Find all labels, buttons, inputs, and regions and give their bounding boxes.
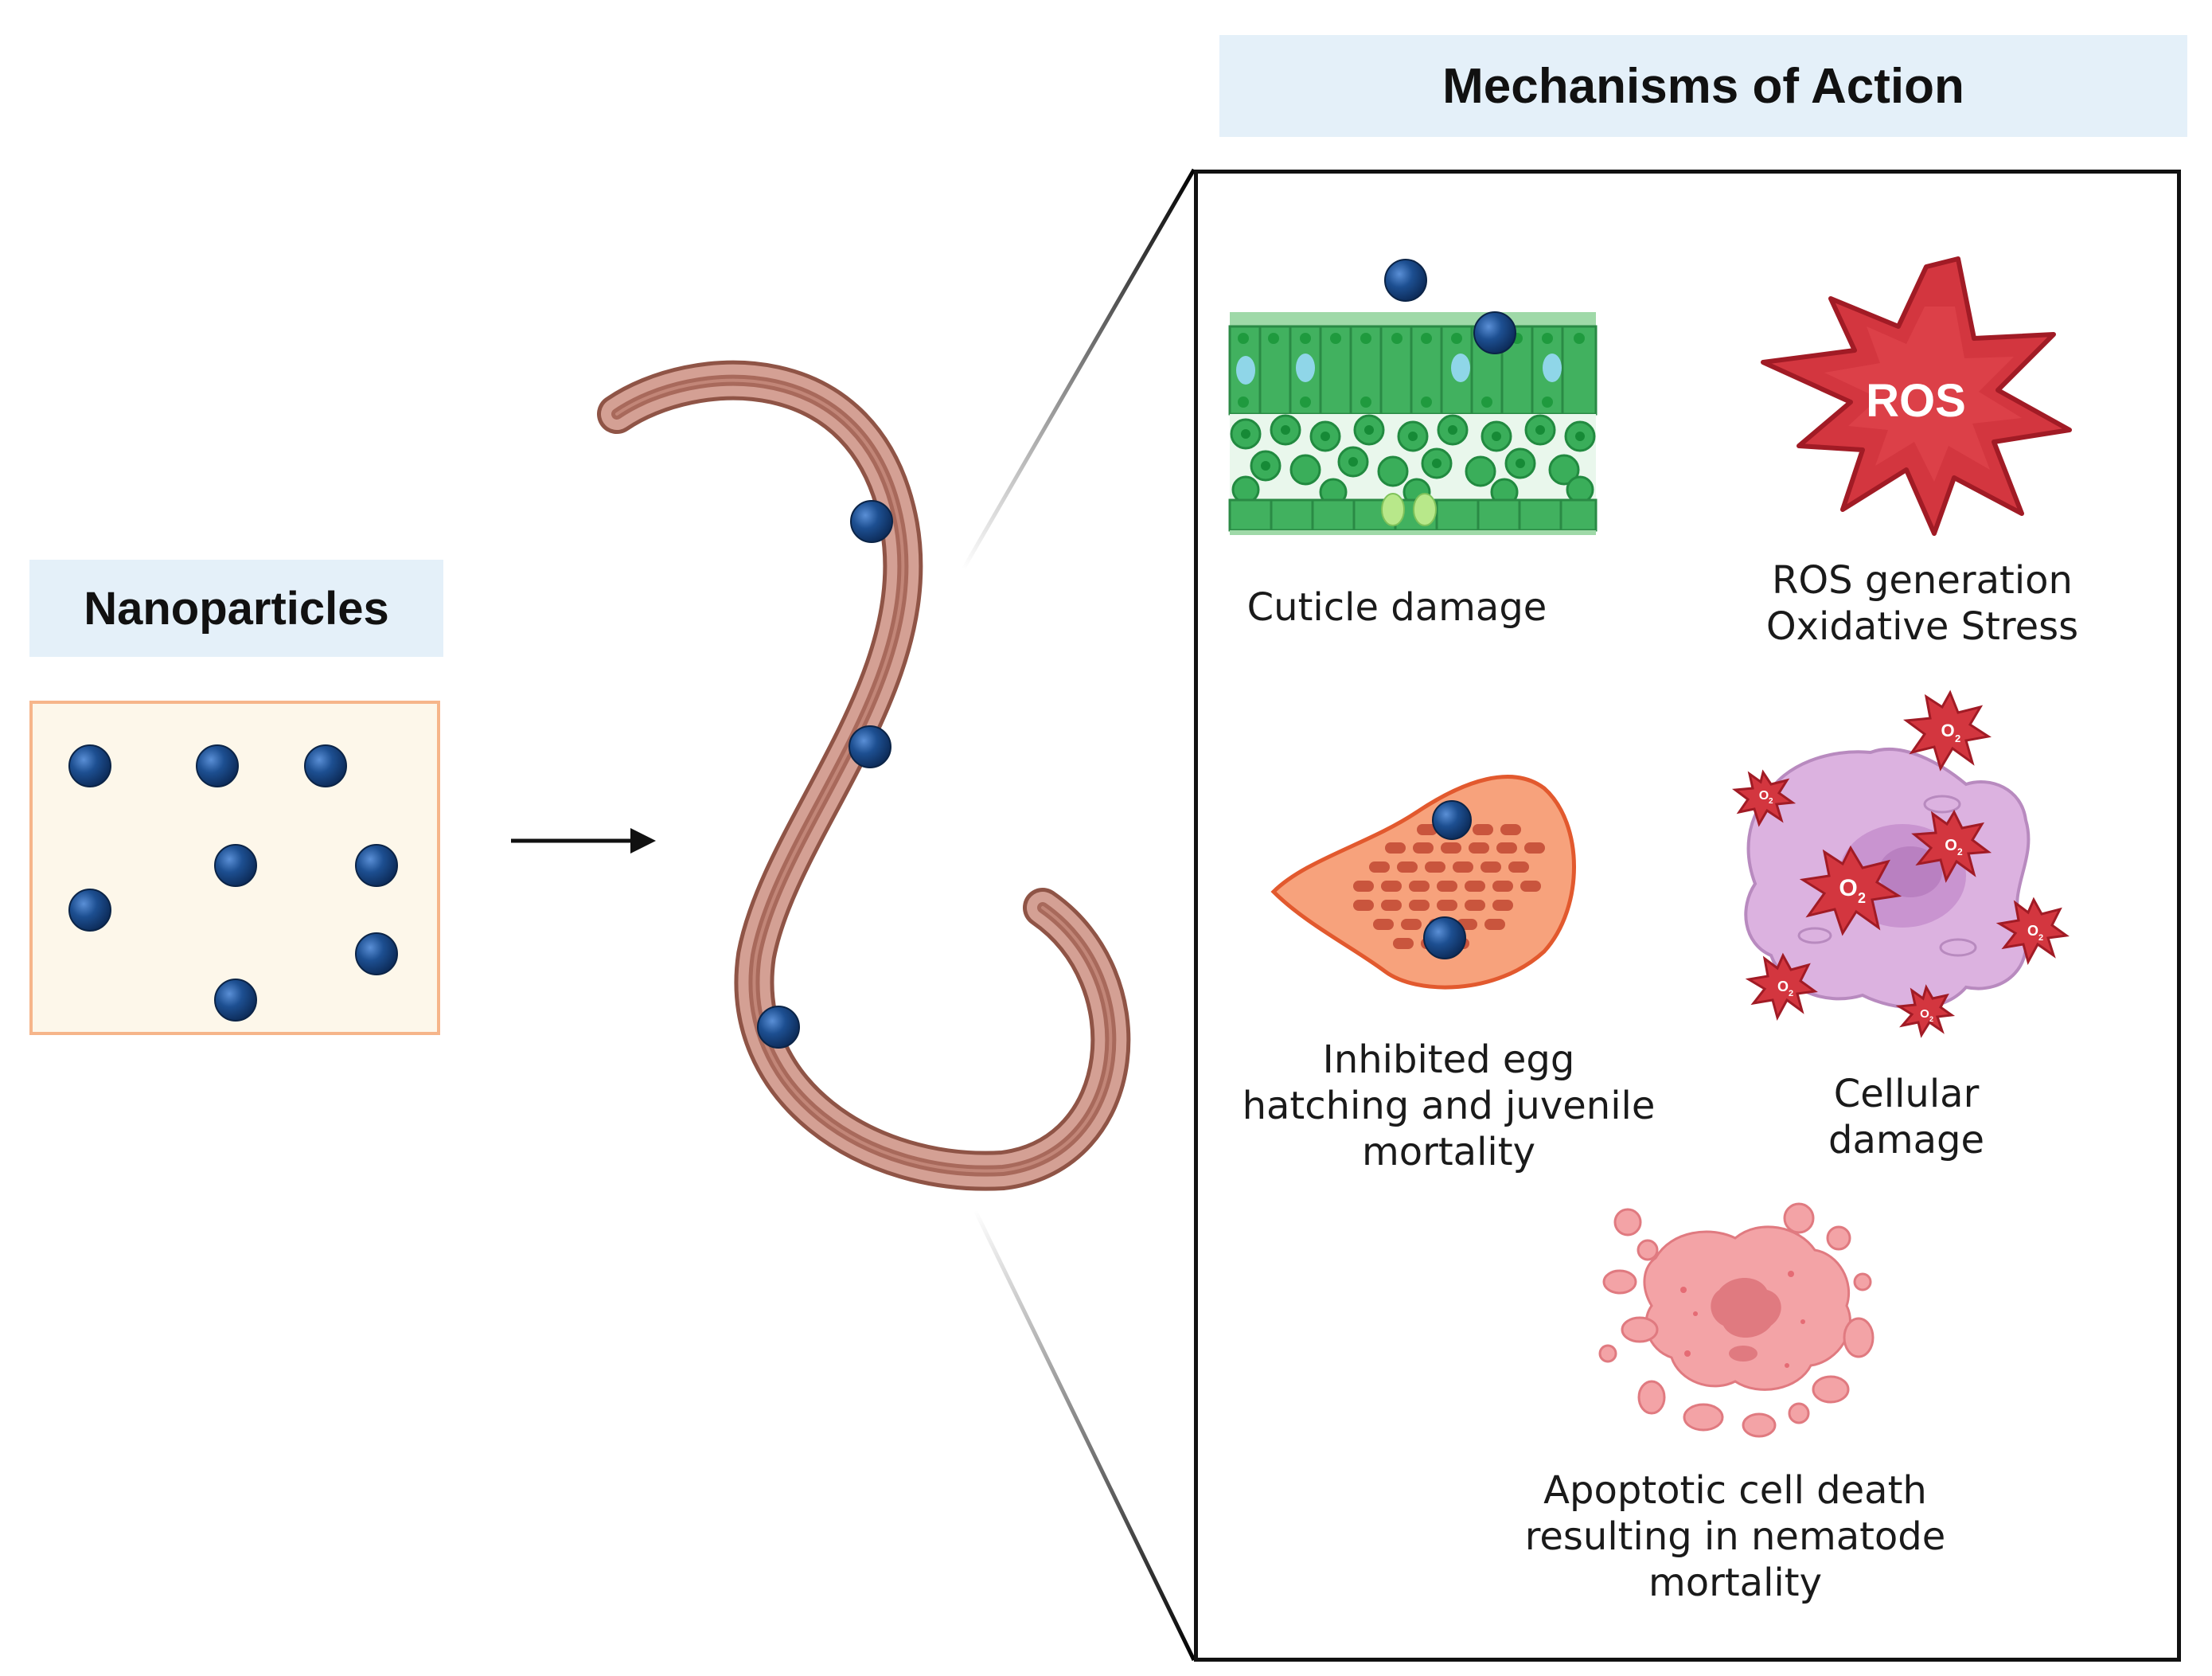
ros-generation-label: ROS generation Oxidative Stress bbox=[1765, 558, 2079, 649]
mechanisms-header: Mechanisms of Action bbox=[1219, 35, 2187, 137]
apoptotic-cell-death-label: Apoptotic cell death resulting in nemato… bbox=[1524, 1468, 1946, 1605]
ros-badge: ROS bbox=[1866, 375, 1966, 427]
nanoparticles-title: Nanoparticles bbox=[84, 582, 389, 635]
nematode-worm bbox=[597, 360, 1131, 1191]
egg-hatching-label: Inhibited egg hatching and juvenile mort… bbox=[1242, 1037, 1656, 1174]
nanoparticles-header: Nanoparticles bbox=[29, 560, 443, 657]
arrow-icon bbox=[511, 828, 656, 854]
mechanisms-title: Mechanisms of Action bbox=[1442, 58, 1964, 114]
cuticle-damage-label: Cuticle damage bbox=[1246, 585, 1547, 630]
mechanisms-panel bbox=[1194, 170, 2181, 1662]
zoom-line-bottom bbox=[973, 1209, 1196, 1662]
nanoparticles-box bbox=[29, 701, 440, 1035]
cellular-damage-label: Cellular damage bbox=[1828, 1072, 1985, 1162]
zoom-line-top bbox=[961, 168, 1196, 571]
